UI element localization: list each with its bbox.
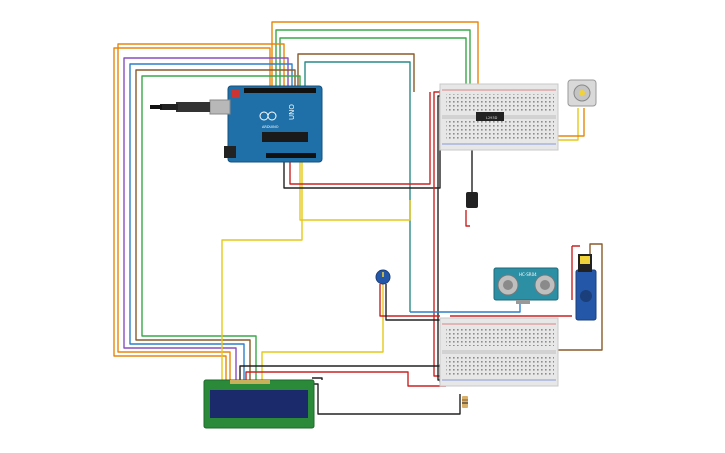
wire-red-pot[interactable]: [379, 284, 440, 317]
wire-black-lcd-2[interactable]: [312, 383, 461, 415]
servo-motor[interactable]: [575, 254, 597, 321]
wire-red-arduino[interactable]: [289, 92, 431, 185]
breadboard-bottom[interactable]: [439, 317, 559, 387]
wire-brown-lcd[interactable]: [135, 69, 296, 380]
wire-orange-lcd-2[interactable]: [117, 43, 285, 380]
wire-red-lcd-1[interactable]: [245, 371, 446, 387]
wire-red-transistor[interactable]: [465, 210, 470, 227]
wire-green-top[interactable]: [275, 29, 471, 130]
transistor[interactable]: [466, 192, 478, 208]
wire-yellow-lcd[interactable]: [221, 160, 303, 380]
wire-red-servo[interactable]: [571, 245, 580, 300]
wire-brown-top[interactable]: [297, 53, 415, 92]
motor-driver-ic[interactable]: L293D: [476, 112, 504, 121]
wire-blue-sonar[interactable]: [410, 300, 521, 313]
dc-motor[interactable]: [567, 79, 597, 107]
arduino-label: UNO: [288, 104, 296, 120]
wire-black-pot[interactable]: [385, 284, 444, 321]
usb-cable[interactable]: [150, 102, 210, 112]
wire-yellow-mid[interactable]: [299, 160, 411, 221]
arduino-sublabel: ARDUINO: [262, 125, 279, 129]
wire-teal-top[interactable]: [304, 61, 411, 312]
potentiometer[interactable]: [375, 269, 391, 285]
wire-blue-lcd[interactable]: [129, 63, 293, 380]
wire-black-lcd-1[interactable]: [239, 365, 452, 380]
ultrasonic-sensor[interactable]: HC-SR04: [493, 267, 559, 304]
wire-black-lcd-3[interactable]: [312, 377, 323, 380]
lcd-display[interactable]: [203, 379, 315, 429]
wire-orange-top[interactable]: [271, 21, 479, 128]
resistor[interactable]: [462, 396, 468, 408]
wire-orange-lcd[interactable]: [113, 47, 271, 380]
wire-green-lcd[interactable]: [141, 75, 301, 380]
ic-label: L293D: [486, 116, 498, 120]
ultrasonic-label: HC-SR04: [519, 272, 537, 277]
arduino-uno[interactable]: UNO ARDUINO: [209, 85, 323, 163]
